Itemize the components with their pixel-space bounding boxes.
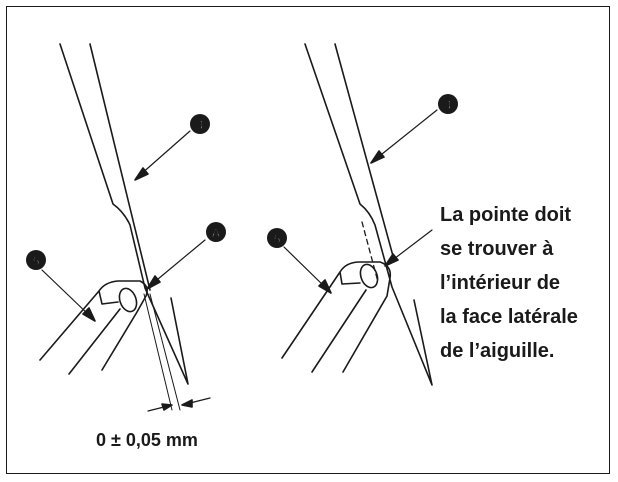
right-leader-looper bbox=[283, 246, 327, 289]
left-looper-eye bbox=[118, 287, 138, 313]
right-leader-needle bbox=[376, 109, 438, 159]
badge-needle-right: 4 bbox=[438, 94, 458, 114]
right-needle-outline bbox=[304, 43, 433, 386]
left-leader-looper-arrowhead bbox=[82, 307, 96, 322]
left-extension-line-1 bbox=[143, 293, 173, 411]
left-leader-point-a-arrowhead bbox=[146, 275, 161, 290]
figure-frame bbox=[6, 6, 610, 474]
svg-text:4: 4 bbox=[444, 98, 452, 113]
left-dimension-arrowhead-right bbox=[181, 399, 193, 408]
right-leader-needle-arrowhead bbox=[370, 150, 385, 164]
badge-looper-left: 5 bbox=[26, 250, 46, 270]
left-extension-line-2 bbox=[149, 293, 181, 411]
note-text: La pointe doit se trouver à l’intérieur … bbox=[440, 204, 578, 362]
right-leader-note bbox=[389, 229, 433, 263]
right-figure bbox=[281, 43, 438, 386]
left-needle-outline bbox=[59, 43, 189, 385]
svg-text:5: 5 bbox=[32, 254, 39, 269]
badge-point-a: A bbox=[206, 222, 226, 242]
measurement-label: 0 ± 0,05 mm bbox=[96, 430, 198, 450]
note-line-3: l’intérieur de bbox=[440, 272, 560, 294]
badge-looper-right: 5 bbox=[267, 228, 287, 248]
left-leader-needle-arrowhead bbox=[134, 167, 149, 181]
badge-needle-left: 4 bbox=[190, 114, 210, 134]
left-looper-body bbox=[39, 280, 148, 375]
note-line-1: La pointe doit bbox=[440, 204, 571, 226]
left-figure bbox=[39, 43, 211, 412]
svg-text:A: A bbox=[211, 226, 221, 241]
right-needle-hidden-edge bbox=[361, 221, 379, 283]
svg-text:4: 4 bbox=[196, 118, 204, 133]
left-leader-point-a bbox=[151, 239, 206, 285]
svg-text:5: 5 bbox=[273, 232, 280, 247]
note-line-4: la face latérale bbox=[440, 306, 578, 328]
left-leader-needle bbox=[139, 130, 191, 176]
left-dimension-arrowhead-left bbox=[161, 403, 173, 411]
note-line-5: de l’aiguille. bbox=[440, 340, 554, 362]
right-looper-eye bbox=[359, 263, 379, 289]
right-leader-looper-arrowhead bbox=[318, 279, 332, 294]
right-leader-note-arrowhead bbox=[384, 253, 399, 267]
left-leader-looper bbox=[41, 269, 91, 317]
note-line-2: se trouver à bbox=[440, 238, 554, 260]
right-looper-body bbox=[281, 261, 392, 373]
